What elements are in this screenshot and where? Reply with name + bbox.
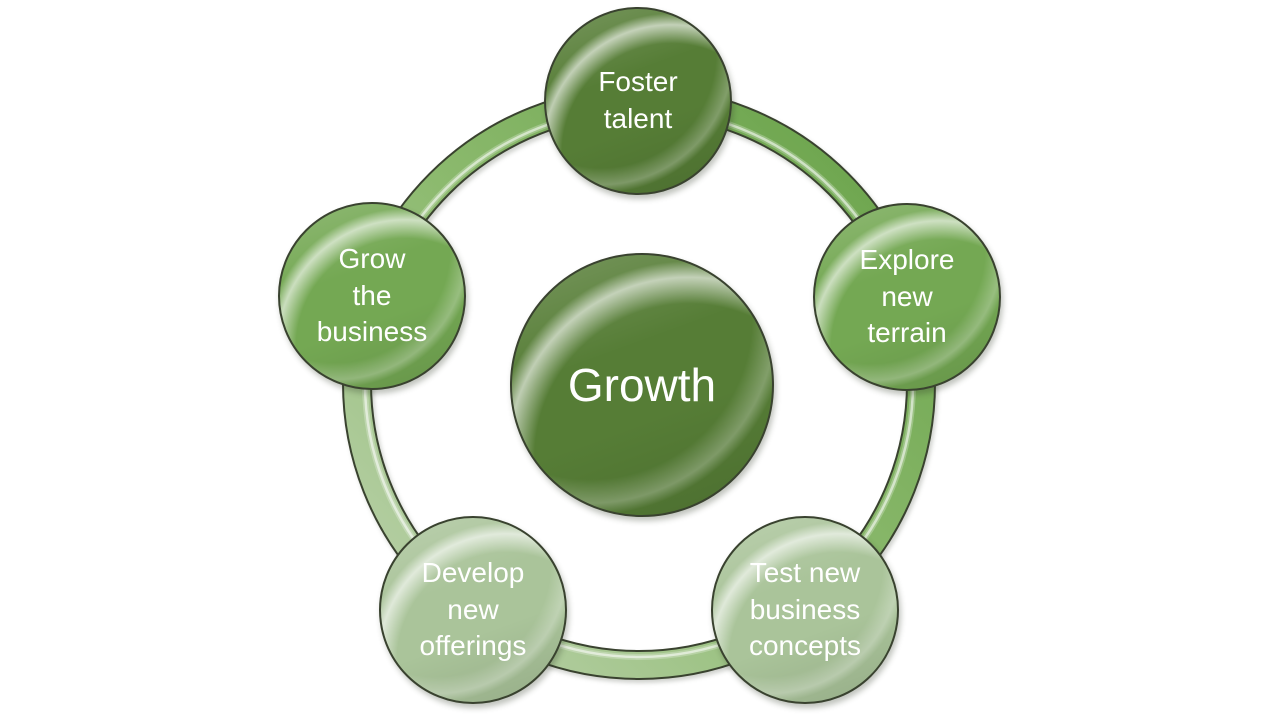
node-label-line: offerings: [419, 630, 527, 662]
node-label-line: Foster: [598, 66, 678, 98]
node-label-line: business: [749, 593, 861, 625]
node-label-line: terrain: [867, 317, 947, 349]
node-label-line: business: [316, 316, 428, 348]
node-growth: Growth: [510, 253, 774, 517]
node-foster-talent: Foster talent: [544, 7, 732, 195]
node-label: Grow the business: [317, 241, 428, 351]
node-label-line: Develop: [421, 556, 525, 588]
node-label-line: Test new: [749, 556, 861, 588]
node-label-line: the: [352, 279, 392, 311]
node-label-line: Grow: [338, 242, 406, 274]
node-label: Explore new terrain: [860, 242, 955, 352]
node-label-line: talent: [603, 103, 673, 134]
node-label: Test new business concepts: [749, 555, 861, 665]
node-label: Foster talent: [598, 64, 677, 137]
node-explore-new-terrain: Explore new terrain: [813, 203, 1001, 391]
node-label: Develop new offerings: [420, 555, 527, 665]
node-growth-label: Growth: [567, 358, 717, 411]
node-label-line: new: [881, 280, 933, 312]
node-develop-new-offerings: Develop new offerings: [379, 516, 567, 704]
node-label-line: concepts: [748, 630, 862, 662]
node-label-line: Explore: [859, 243, 955, 275]
node-test-new-business-concepts: Test new business concepts: [711, 516, 899, 704]
node-label-line: new: [447, 593, 499, 625]
node-grow-the-business: Grow the business: [278, 202, 466, 390]
